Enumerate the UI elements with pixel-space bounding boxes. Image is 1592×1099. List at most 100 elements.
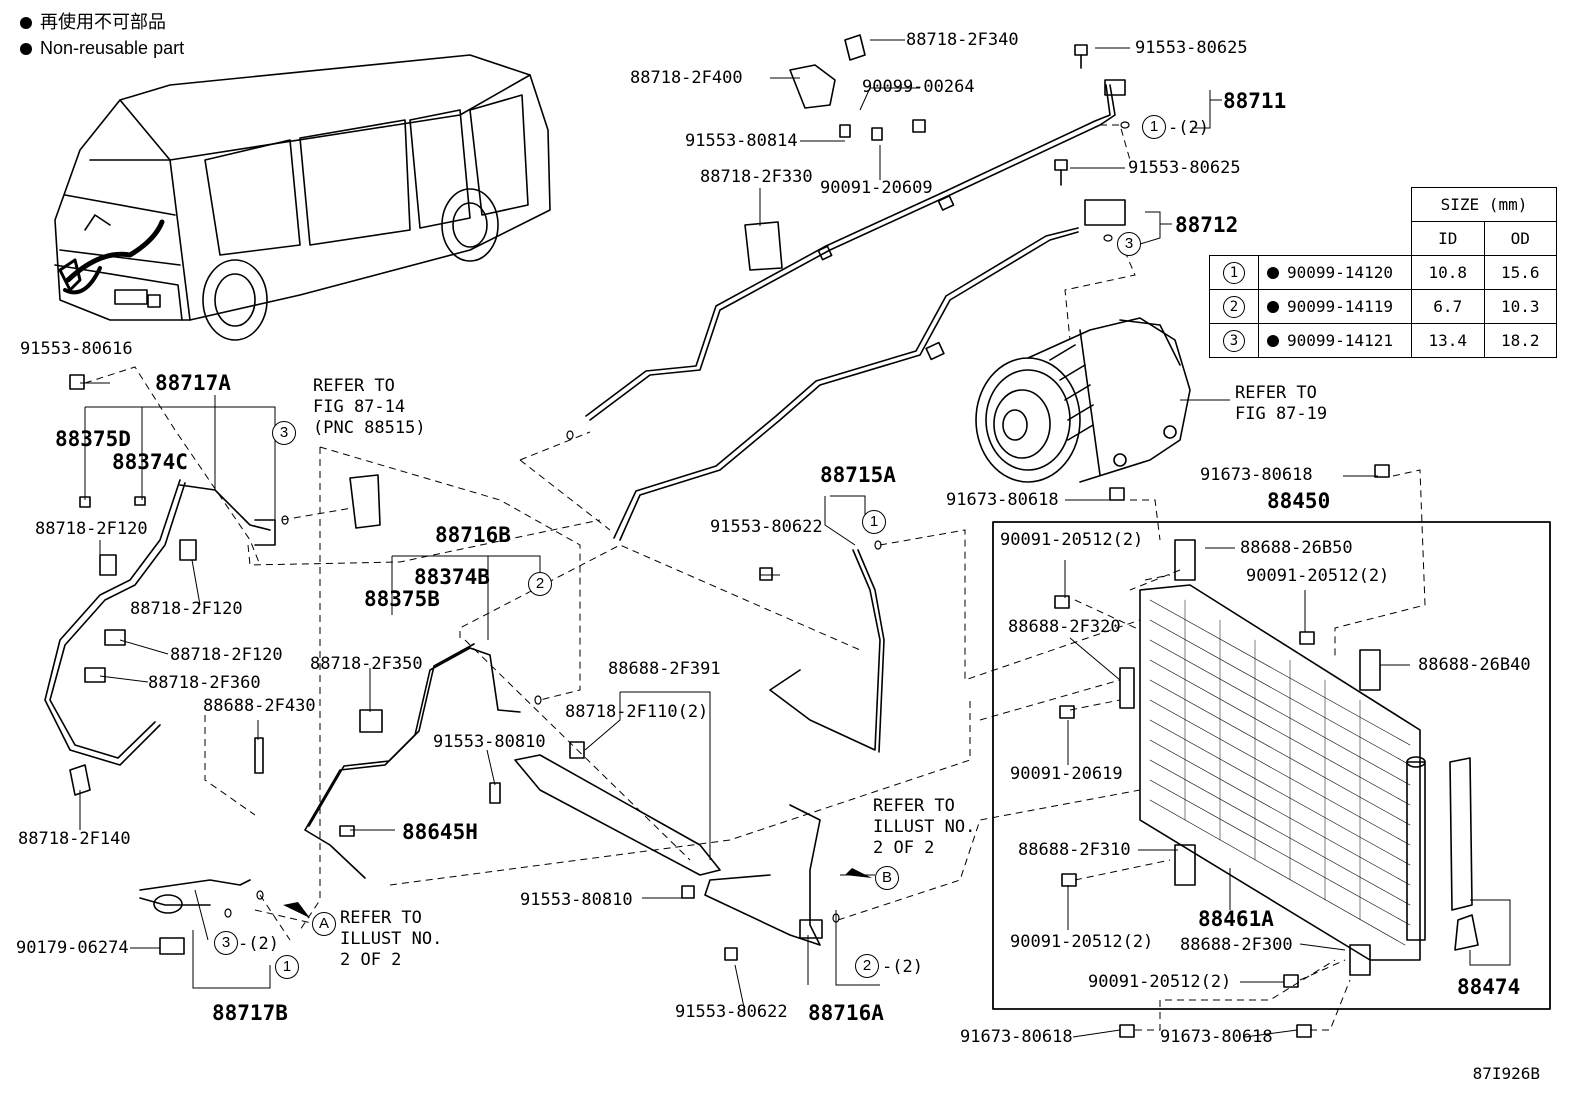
o-ring-size-table: SIZE (mm) ID OD 1 90099-14120 10.8 15.6 … <box>1209 187 1557 358</box>
part-label: 91673-80618 <box>946 490 1059 510</box>
table-row: 2 90099-14119 6.7 10.3 <box>1209 289 1557 324</box>
non-reusable-bullet-icon <box>1267 335 1279 347</box>
part-label: 88716B <box>435 523 511 547</box>
part-label: 88711 <box>1223 89 1287 113</box>
part-label: 90099-00264 <box>862 77 975 97</box>
van-illustration <box>54 54 551 341</box>
part-label: 88461A <box>1198 907 1274 931</box>
pipe-88716A <box>704 804 823 946</box>
size-table-title: SIZE (mm) <box>1411 187 1557 222</box>
part-label: 88718-2F110(2) <box>565 702 709 722</box>
circle-ref: 2 <box>1223 295 1245 318</box>
part-label: 88717A <box>155 371 231 395</box>
part-label: 91553-80625 <box>1128 158 1241 178</box>
part-label: 88688-2F320 <box>1008 617 1121 637</box>
size-table-id-header: ID <box>1411 221 1485 256</box>
part-label: 90091-20619 <box>1010 764 1123 784</box>
part-label: 88718-2F360 <box>148 673 261 693</box>
figure-id: 87I926B <box>1472 1064 1540 1083</box>
part-label: 88374C <box>112 450 188 474</box>
non-reusable-bullet-icon <box>20 17 32 29</box>
part-label: 91553-80625 <box>1135 38 1248 58</box>
pipe-88717B <box>139 879 251 914</box>
part-label: 88716A <box>808 1001 884 1025</box>
part-label: 88688-2F391 <box>608 659 721 679</box>
refer-fig-87-14[interactable]: REFER TO FIG 87-14 (PNC 88515) <box>313 376 426 438</box>
legend-en: Non-reusable part <box>20 38 184 58</box>
part-label: 90091-20512(2) <box>1088 972 1232 992</box>
circle-ref: 1 <box>862 510 886 534</box>
refer-fig-87-19[interactable]: REFER TO FIG 87-19 <box>1235 383 1328 424</box>
part-label: -(2) <box>882 957 923 977</box>
part-label: 88474 <box>1457 975 1521 999</box>
condenser-box <box>992 521 1551 1010</box>
part-label: 91553-80810 <box>433 732 546 752</box>
part-label: 88688-2F310 <box>1018 840 1131 860</box>
o-rings <box>224 121 1130 923</box>
part-label: 90091-20512(2) <box>1000 530 1144 550</box>
part-label: 90179-06274 <box>16 938 129 958</box>
part-label: 88645H <box>402 820 478 844</box>
part-label: 88374B <box>414 565 490 589</box>
circle-ref: 1 <box>275 955 299 979</box>
part-label: 88375B <box>364 587 440 611</box>
circle-ref: 2 <box>528 572 552 596</box>
part-label: 91673-80618 <box>1200 465 1313 485</box>
part-label: 88712 <box>1175 213 1239 237</box>
bracket-88688-2F391 <box>514 754 721 876</box>
guide-lines <box>84 124 1426 1031</box>
table-row: 3 90099-14121 13.4 18.2 <box>1209 323 1557 358</box>
part-label: -(2) <box>1168 118 1209 138</box>
part-label: 88688-26B40 <box>1418 655 1531 675</box>
part-label: 91553-80814 <box>685 131 798 151</box>
part-label: 88718-2F340 <box>906 30 1019 50</box>
part-label: 90091-20512(2) <box>1010 932 1154 952</box>
suction-pipe <box>613 227 1079 541</box>
part-label: 91553-80810 <box>520 890 633 910</box>
part-label: 90091-20609 <box>820 178 933 198</box>
circle-ref: 1 <box>1223 261 1245 284</box>
part-label: 91673-80618 <box>960 1027 1073 1047</box>
circle-ref: 3 <box>1117 232 1141 256</box>
part-label: 88718-2F120 <box>35 519 148 539</box>
part-label: 88718-2F350 <box>310 654 423 674</box>
non-reusable-bullet-icon <box>20 43 32 55</box>
compressor <box>975 317 1191 483</box>
part-label: -(2) <box>238 934 279 954</box>
discharge-pipe <box>585 84 1116 421</box>
ref-a-circle[interactable]: A <box>312 912 336 936</box>
circle-ref: 3 <box>214 931 238 955</box>
liquid-pipe-88717A <box>44 479 276 766</box>
part-label: 91553-80622 <box>675 1002 788 1022</box>
refer-illust-b[interactable]: REFER TO ILLUST NO. 2 OF 2 <box>873 796 976 858</box>
part-label: 90091-20512(2) <box>1246 566 1390 586</box>
part-label: 88718-2F120 <box>130 599 243 619</box>
pipe-88715A <box>769 549 885 753</box>
part-label: 91553-80616 <box>20 339 133 359</box>
part-label: 88375D <box>55 427 131 451</box>
part-label: 88718-2F120 <box>170 645 283 665</box>
circle-ref: 1 <box>1142 115 1166 139</box>
receiver-cover <box>1449 757 1479 951</box>
legend-jp: 再使用不可部品 <box>20 12 166 32</box>
part-label: 88715A <box>820 463 896 487</box>
part-label: 88718-2F330 <box>700 167 813 187</box>
ref-b-circle[interactable]: B <box>875 866 899 890</box>
condenser <box>1139 584 1426 961</box>
table-row: 1 90099-14120 10.8 15.6 <box>1209 255 1557 290</box>
part-label: 88718-2F400 <box>630 68 743 88</box>
refer-illust-a[interactable]: REFER TO ILLUST NO. 2 OF 2 <box>340 908 443 970</box>
part-label: 91673-80618 <box>1160 1027 1273 1047</box>
non-reusable-bullet-icon <box>1267 267 1279 279</box>
pipe-88716B <box>304 643 521 879</box>
circle-ref: 3 <box>1223 329 1245 352</box>
part-label: 88450 <box>1267 489 1331 513</box>
circle-ref: 2 <box>855 954 879 978</box>
leader-lines <box>79 39 1511 1038</box>
reference-arrows <box>283 868 872 918</box>
part-label: 88718-2F140 <box>18 829 131 849</box>
non-reusable-bullet-icon <box>1267 301 1279 313</box>
part-label: 88688-2F300 <box>1180 935 1293 955</box>
part-label: 88688-2F430 <box>203 696 316 716</box>
